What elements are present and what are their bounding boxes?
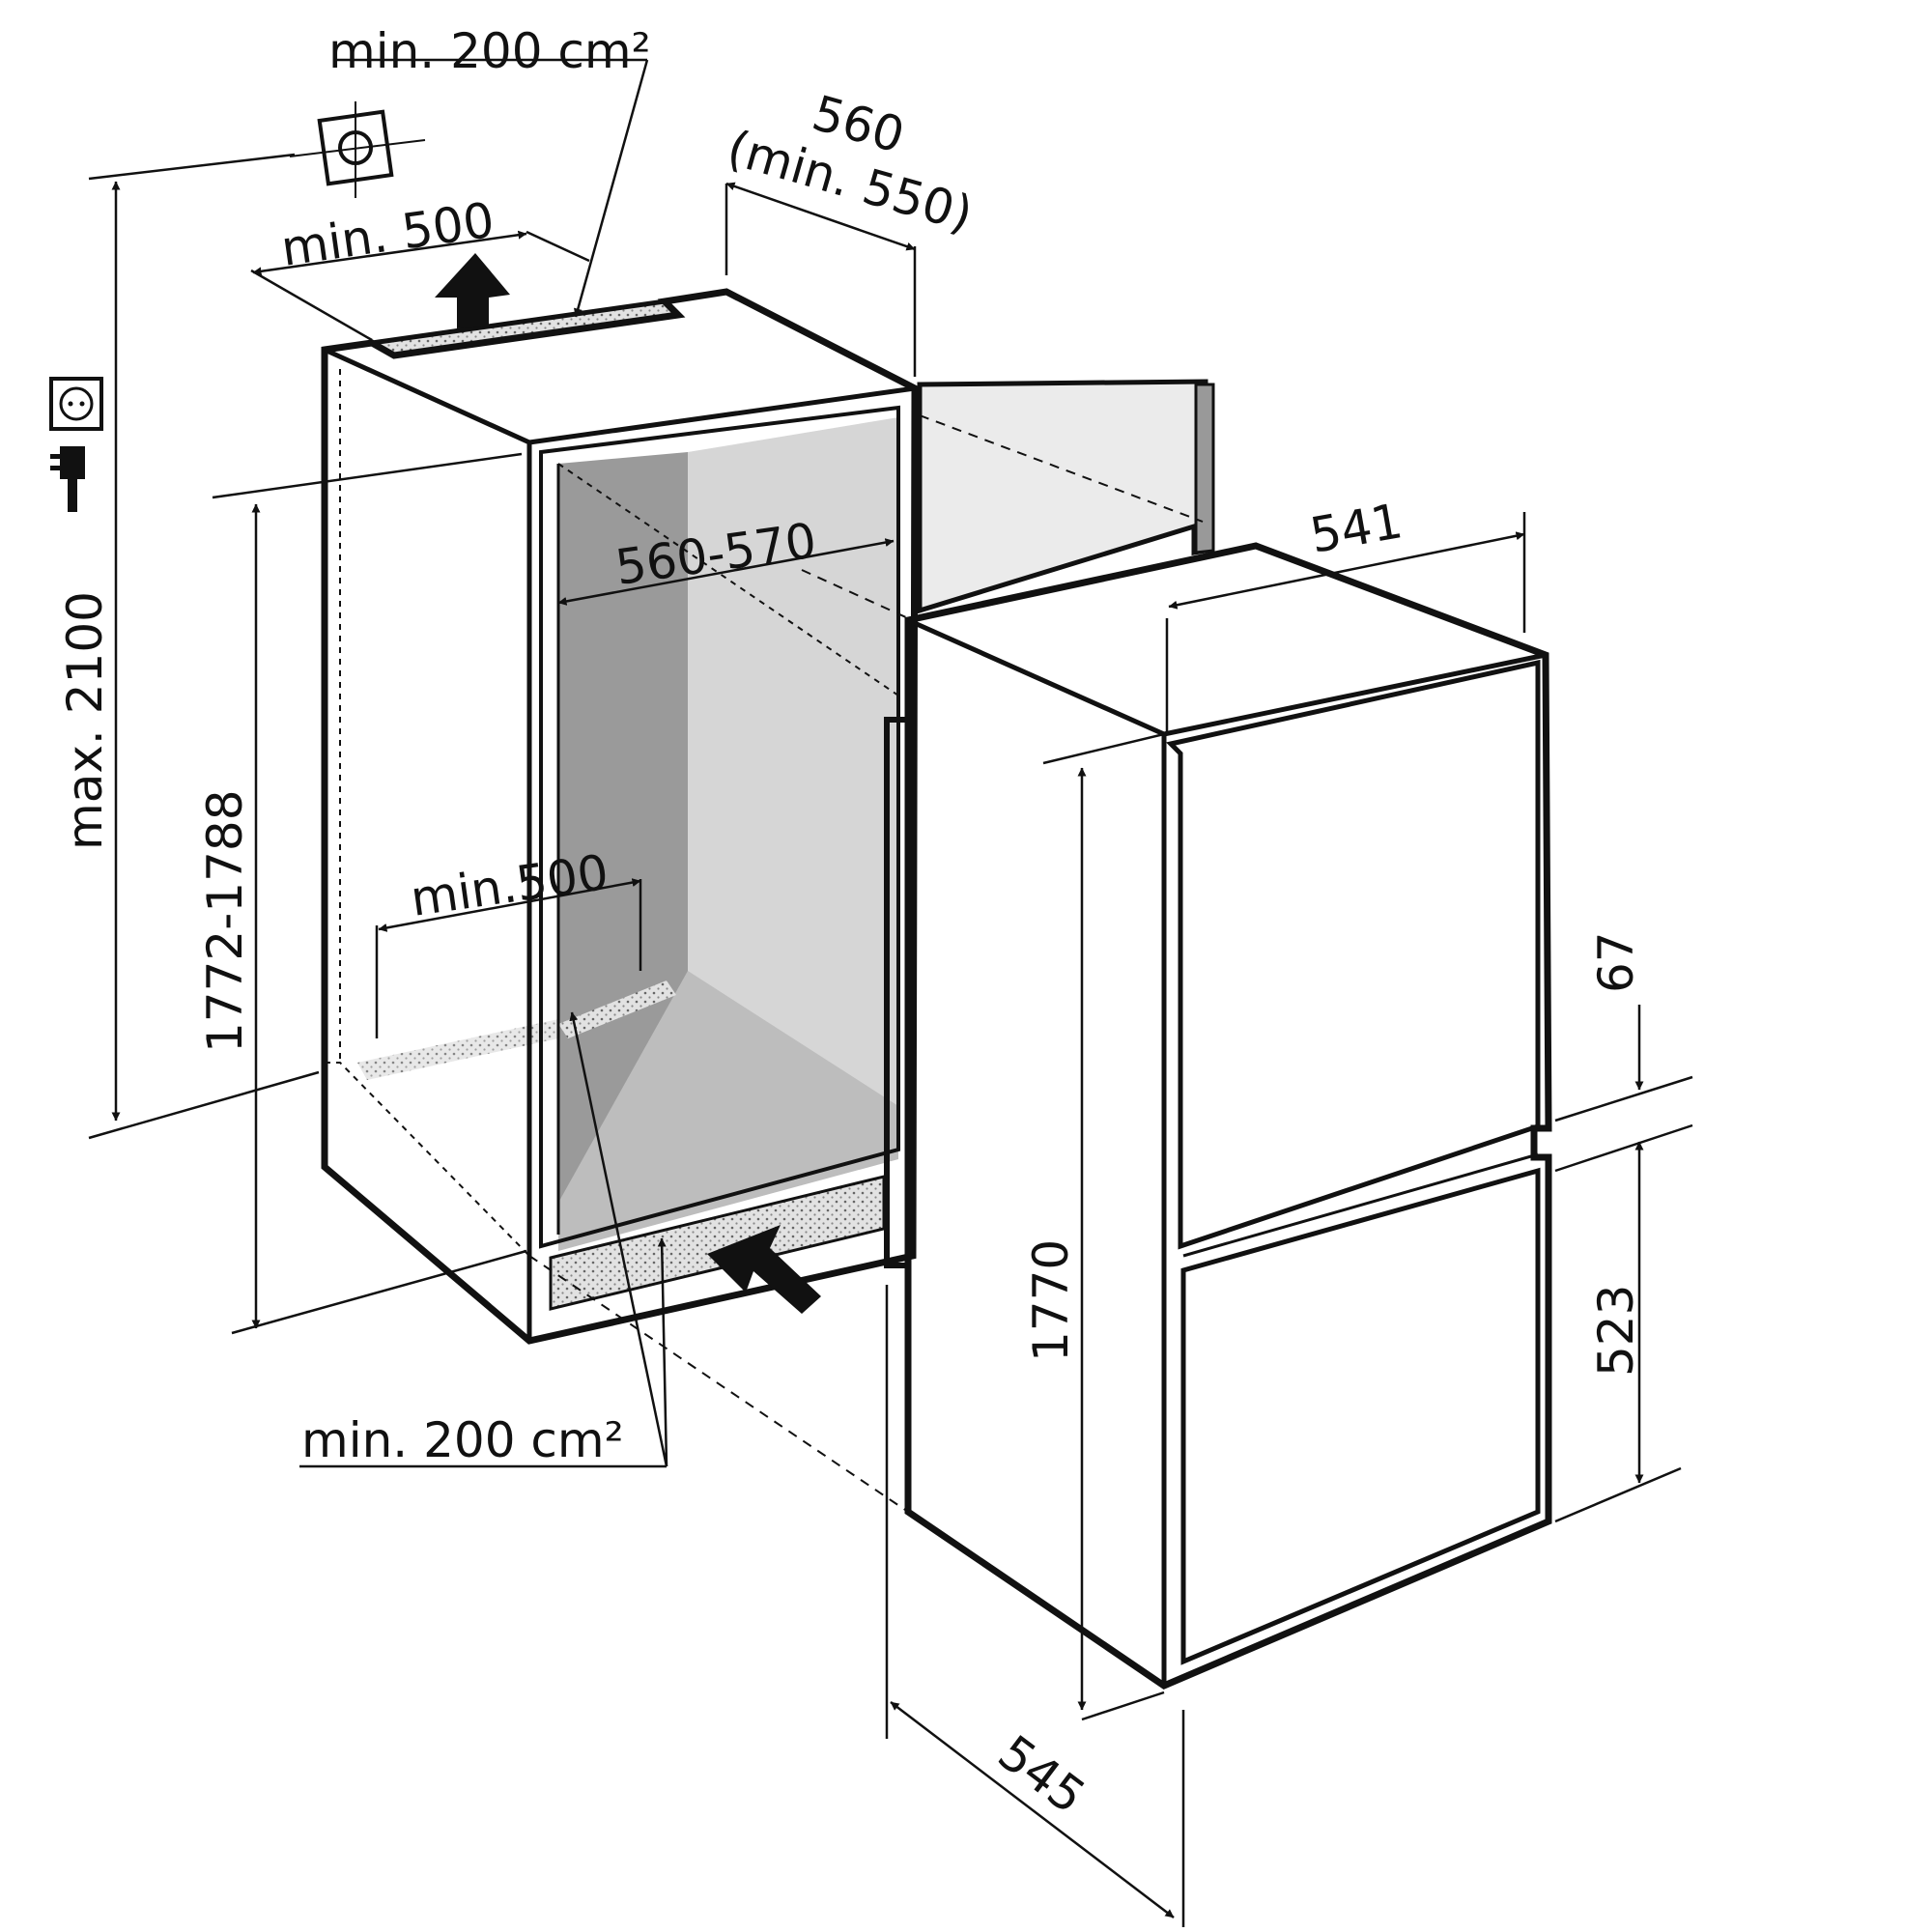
label-vent-top-width: min. 500 [278, 192, 497, 277]
leader-vent-top [573, 59, 649, 318]
appliance [884, 542, 1552, 1690]
vent-grille-floor [558, 980, 676, 1038]
label-max-height: max. 2100 [57, 591, 113, 850]
label-niche-height: 1772-1788 [197, 789, 253, 1053]
label-vent-top-area: min. 200 cm² [328, 23, 651, 79]
dim-appliance-depth [890, 1701, 1175, 1918]
airflow-in-arrow [707, 1225, 821, 1314]
ventilation-outlet-icon [289, 101, 426, 198]
leader-vent-bottom-a [569, 1011, 668, 1467]
power-plug-icon [50, 446, 85, 512]
label-lower-door-height: 523 [1588, 1285, 1644, 1377]
vent-grille-top [364, 298, 684, 358]
dim-appliance-width [1168, 531, 1525, 610]
cabinet-niche [321, 288, 919, 1345]
airflow-arrows [435, 253, 821, 1314]
dim-cabinet-depth [725, 182, 916, 251]
label-vent-bottom-area: min. 200 cm² [301, 1412, 624, 1468]
label-appliance-height: 1770 [1023, 1239, 1079, 1362]
label-upper-gap: 67 [1588, 931, 1644, 993]
power-socket-icon [49, 377, 103, 431]
label-appliance-width: 541 [1306, 493, 1406, 564]
door-panel [917, 379, 1215, 614]
airflow-out-arrow [435, 253, 510, 328]
niche-floor-front [558, 971, 898, 1241]
dim-niche-width [557, 538, 895, 606]
dim-vent-top-width [252, 230, 527, 276]
label-appliance-depth: 545 [988, 1724, 1095, 1825]
leader-vent-bottom-b [657, 1237, 668, 1467]
dimension-arrows [111, 59, 1644, 1918]
vent-grille-side [357, 1019, 558, 1080]
niche-back-wall [688, 417, 898, 1193]
extension-lines [88, 58, 1693, 1927]
dim-vent-bottom-width [378, 878, 641, 932]
